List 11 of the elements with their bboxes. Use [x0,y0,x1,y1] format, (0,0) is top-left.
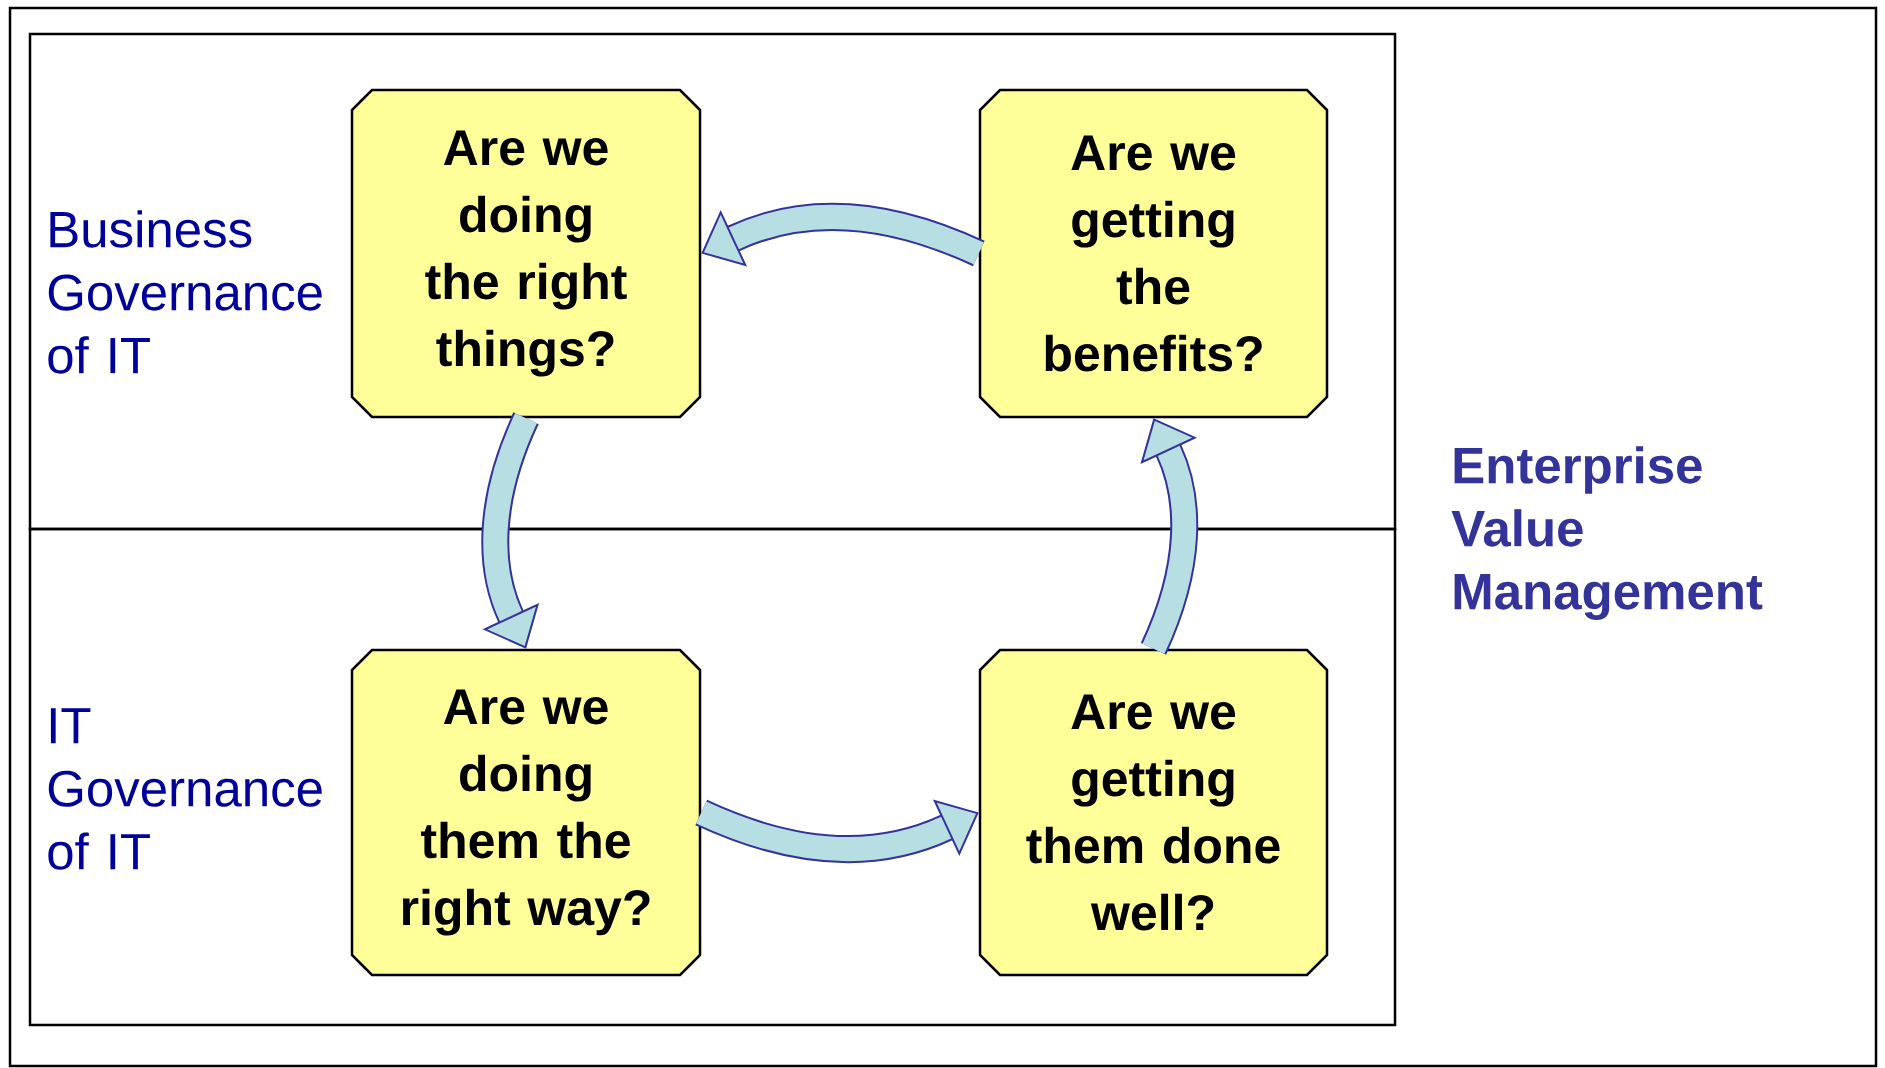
band-label: Business Governance of IT [48,210,322,374]
question-box: Are we getting the benefits? [978,88,1329,419]
curved-arrow [1140,418,1199,655]
band-label: IT Governance of IT [48,708,322,870]
question-box: Are we doing the right things? [350,88,702,419]
question-box: Are we getting them done well? [978,648,1329,977]
frame-label: Enterprise Value Management [1451,446,1763,620]
curved-arrow [481,412,540,649]
curved-arrow [701,203,985,267]
question-box: Are we doing them the right way? [350,648,702,977]
curved-arrow [695,799,979,863]
